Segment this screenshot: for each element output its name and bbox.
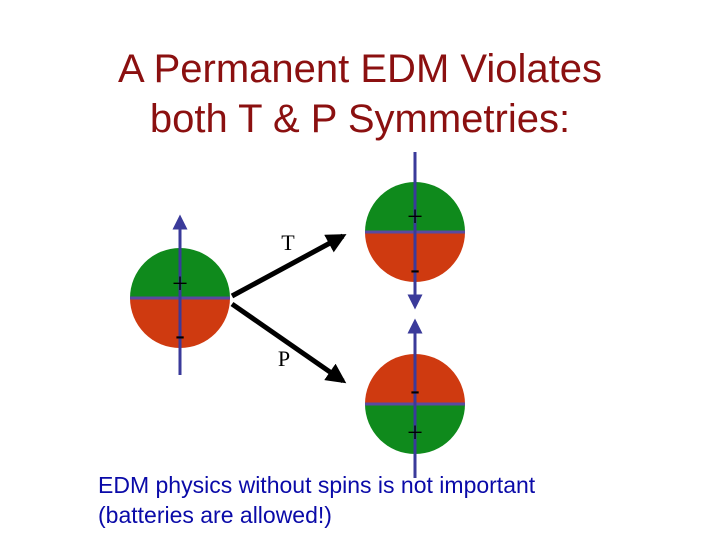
t-label: T xyxy=(281,230,295,255)
p-label: P xyxy=(278,346,290,371)
p-particle-bottom-sign: + xyxy=(407,418,423,449)
t-particle-bottom-sign: - xyxy=(410,254,419,285)
caption-line-1: EDM physics without spins is not importa… xyxy=(98,470,698,500)
left-particle-top-sign: + xyxy=(172,269,188,300)
t-particle-top-sign: + xyxy=(407,202,423,233)
p-particle: - + xyxy=(365,326,465,478)
caption-line-2: (batteries are allowed!) xyxy=(98,500,698,530)
t-particle: + - xyxy=(365,152,465,302)
left-particle-bottom-sign: - xyxy=(175,320,184,351)
p-particle-top-sign: - xyxy=(410,375,419,406)
left-particle: + - xyxy=(130,222,230,375)
slide-caption: EDM physics without spins is not importa… xyxy=(98,470,698,530)
